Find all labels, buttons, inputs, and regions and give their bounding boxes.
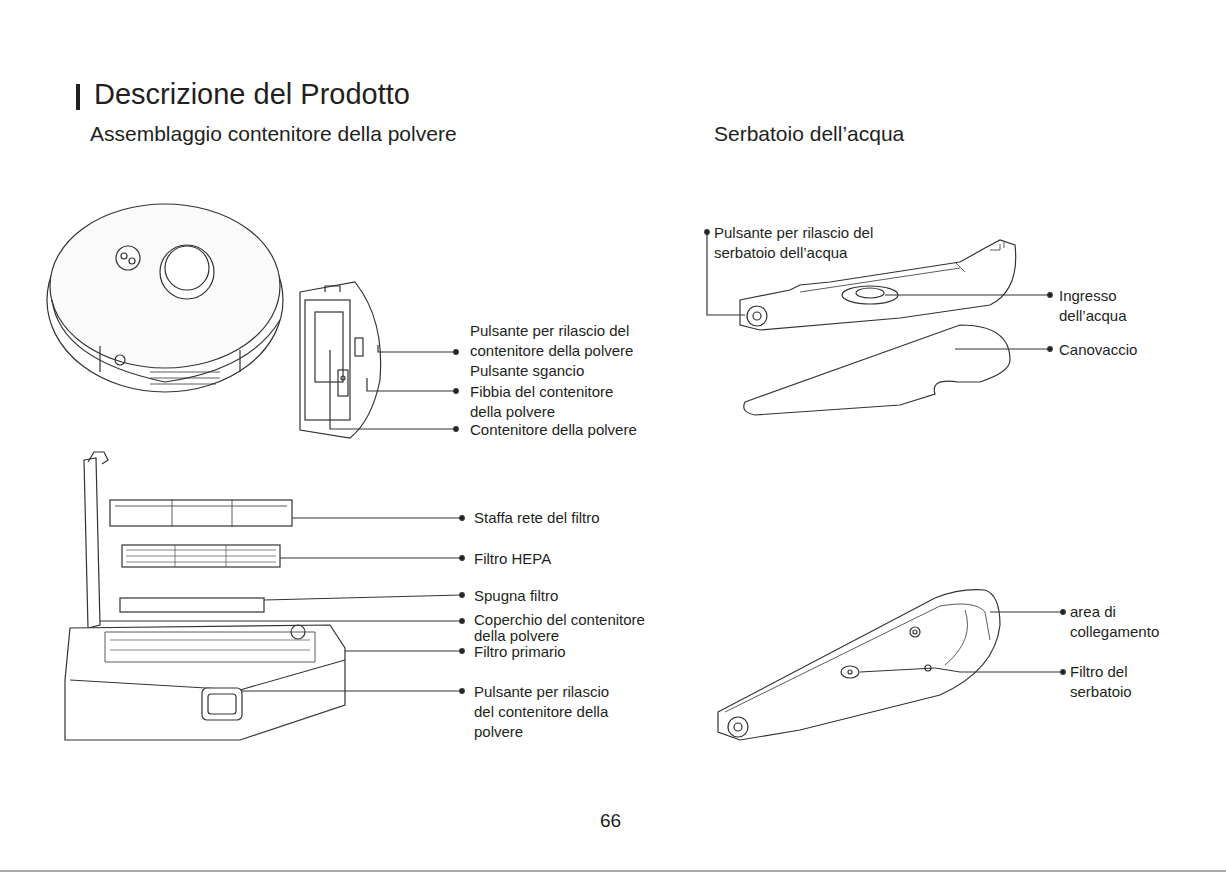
part-label: Coperchio del contenitore della polvere (474, 612, 669, 644)
part-label: Staffa rete del filtro (474, 508, 600, 528)
leader-lines (100, 516, 464, 694)
water-tank-bottom (718, 590, 1000, 740)
part-label: Canovaccio (1059, 340, 1137, 360)
part-label: Fibbia del contenitore della polvere (470, 382, 635, 422)
part-label: Pulsante sgancio (470, 361, 584, 381)
section-heading: Assemblaggio contenitore della polvere (90, 121, 457, 147)
mop-cloth (744, 325, 1010, 415)
part-label: Ingresso dell’acqua (1059, 286, 1149, 326)
part-label: Pulsante per rilascio del contenitore de… (474, 682, 629, 742)
part-label: Filtro HEPA (474, 549, 551, 569)
part-label: Spugna filtro (474, 586, 558, 606)
dust-bin-small (300, 282, 381, 438)
part-label: Filtro primario (474, 643, 566, 660)
dust-bin-exploded (65, 452, 345, 740)
robot-vacuum (47, 204, 283, 392)
part-label: Pulsante per rilascio del serbatoio dell… (714, 223, 909, 263)
part-label: Contenitore della polvere (470, 420, 637, 440)
leader-lines (860, 610, 1065, 675)
section-heading: Serbatoio dell’acqua (714, 121, 904, 147)
title-bar (76, 84, 80, 110)
part-label: Filtro del serbatoio (1070, 662, 1160, 702)
part-label: Pulsante per rilascio del contenitore de… (470, 321, 665, 361)
page-rule (0, 870, 1226, 871)
page-title: Descrizione del Prodotto (94, 78, 410, 111)
leader-lines (330, 345, 458, 431)
part-label: area di collegamento (1070, 602, 1180, 642)
page-number: 66 (600, 810, 621, 832)
